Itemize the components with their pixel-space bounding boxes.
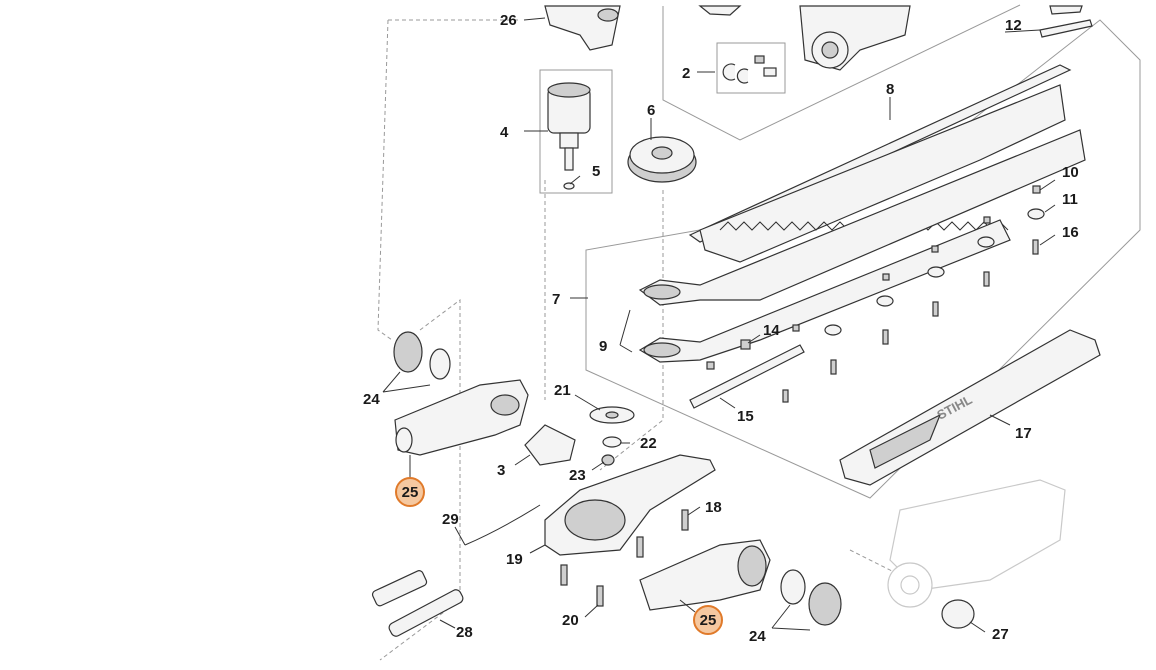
callout-28: 28 bbox=[456, 624, 473, 641]
callout-14: 14 bbox=[763, 322, 780, 339]
callout-4: 4 bbox=[500, 124, 509, 141]
leader-lines bbox=[382, 17, 1056, 633]
callout-16: 16 bbox=[1062, 224, 1079, 241]
callout-12: 12 bbox=[1005, 17, 1022, 34]
highlight-circle bbox=[693, 605, 723, 635]
callout-6: 6 bbox=[647, 102, 655, 119]
part-15-strip bbox=[689, 344, 805, 409]
callout-3: 3 bbox=[497, 462, 505, 479]
part-18-20-screws bbox=[560, 509, 689, 607]
part-17-cover: STIHL bbox=[839, 329, 1101, 486]
callout-10: 10 bbox=[1062, 164, 1079, 181]
part-8-blade-upper bbox=[688, 64, 1072, 263]
callout-22: 22 bbox=[640, 435, 657, 452]
callout-9: 9 bbox=[599, 338, 607, 355]
part-28-29-cable bbox=[371, 504, 541, 637]
highlight-25-lower[interactable]: 25 bbox=[693, 605, 723, 635]
callout-2: 2 bbox=[682, 65, 690, 82]
callout-5: 5 bbox=[592, 163, 600, 180]
part-19-housing bbox=[544, 454, 716, 556]
callout-25-lower: 25 bbox=[700, 612, 717, 629]
part-27-cap bbox=[941, 599, 975, 629]
callout-7: 7 bbox=[552, 291, 560, 308]
callout-26: 26 bbox=[500, 12, 517, 29]
assembly-guides bbox=[377, 19, 901, 661]
callout-27: 27 bbox=[992, 626, 1009, 643]
part-6-gear bbox=[627, 136, 697, 183]
small-hardware bbox=[706, 185, 1045, 375]
callout-19: 19 bbox=[506, 551, 523, 568]
callout-labels: 26 12 2 4 5 6 8 10 11 16 7 9 14 15 17 24… bbox=[363, 12, 1079, 645]
callout-15: 15 bbox=[737, 408, 754, 425]
callout-24-upper: 24 bbox=[363, 391, 380, 408]
callout-20: 20 bbox=[562, 612, 579, 629]
part-25-handle-lower bbox=[639, 539, 771, 611]
callout-8: 8 bbox=[886, 81, 894, 98]
part-24-gear-lower bbox=[780, 569, 842, 626]
part-3-switch bbox=[524, 424, 576, 466]
callout-11: 11 bbox=[1062, 191, 1078, 208]
callout-17: 17 bbox=[1015, 425, 1032, 442]
callout-18: 18 bbox=[705, 499, 722, 516]
part-21-22-23 bbox=[589, 406, 635, 466]
part-12-bar bbox=[1039, 5, 1093, 38]
part-24-gear-upper bbox=[393, 331, 451, 380]
part-4-motor bbox=[547, 82, 591, 190]
callout-29: 29 bbox=[442, 511, 459, 528]
part-25-housing-left bbox=[394, 379, 529, 456]
callout-25-upper: 25 bbox=[402, 484, 419, 501]
part-2-clips bbox=[722, 55, 777, 84]
ghost-motor-unit bbox=[887, 479, 1066, 608]
callout-23: 23 bbox=[569, 467, 586, 484]
part-9-blades bbox=[638, 129, 1086, 363]
highlight-25-upper[interactable]: 25 bbox=[395, 477, 425, 507]
callout-24-lower: 24 bbox=[749, 628, 766, 645]
highlight-circle bbox=[395, 477, 425, 507]
callout-21: 21 bbox=[554, 382, 571, 399]
part-26-handle bbox=[544, 5, 621, 51]
motor-housing-top bbox=[698, 5, 911, 71]
